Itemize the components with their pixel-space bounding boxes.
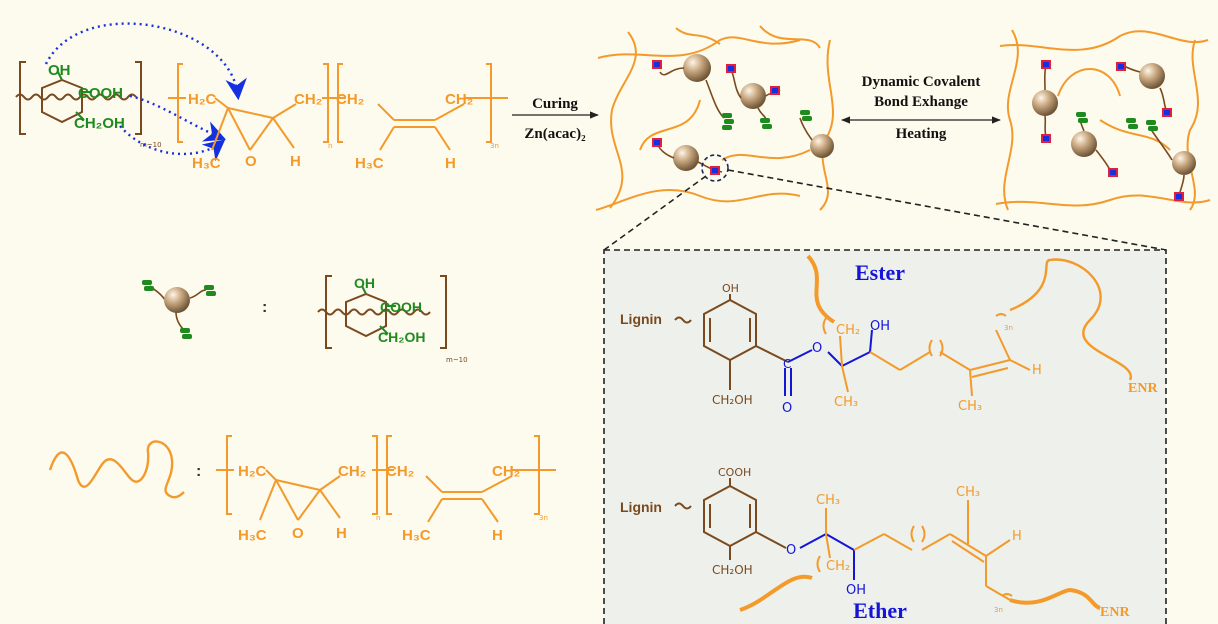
ester-h-label: H bbox=[1032, 363, 1042, 378]
enr-oxygen-label: O bbox=[245, 153, 257, 170]
linkage-inset-box bbox=[603, 249, 1167, 624]
ether-linkage-structure bbox=[674, 478, 1101, 612]
ester-oh-label: OH bbox=[870, 319, 890, 334]
crosslinked-network-after bbox=[995, 29, 1211, 211]
ether-oh-label: OH bbox=[846, 583, 866, 598]
ester-linkage-structure bbox=[674, 254, 1132, 397]
legend-enr-ch2-b: CH₂ bbox=[386, 463, 414, 480]
ether-enr-label: ENR bbox=[1100, 605, 1130, 620]
ester-carbon-label: C bbox=[783, 357, 791, 371]
enr-ch2-label-b: CH₂ bbox=[336, 91, 364, 108]
ether-ch3-label-b: CH₃ bbox=[956, 485, 980, 500]
legend-enr-h2c: H₂C bbox=[238, 463, 266, 480]
lignin-monomer-top bbox=[15, 61, 142, 135]
ether-lignin-label: Lignin bbox=[620, 499, 662, 515]
crosslinked-network-before bbox=[595, 25, 834, 211]
enr-3n-label: 3n bbox=[490, 142, 499, 150]
ether-cooh-label: COOH bbox=[718, 466, 751, 479]
enr-h-label-a: H bbox=[290, 153, 301, 170]
legend-enr-ch2-c: CH₂ bbox=[492, 463, 520, 480]
lignin-ch2oh-label: CH₂OH bbox=[74, 115, 125, 132]
legend-lignin-repeat: m~10 bbox=[446, 356, 468, 364]
ether-ch2oh-label: CH₂OH bbox=[712, 563, 753, 577]
catalyst-label: Zn(acac)₂ bbox=[524, 126, 586, 142]
curing-label: Curing bbox=[532, 96, 578, 112]
legend-lignin-ch2oh: CH₂OH bbox=[378, 329, 425, 345]
exchange-label-line3: Heating bbox=[896, 126, 947, 142]
enr-n-label: n bbox=[328, 142, 332, 150]
ester-ch2oh-label: CH₂OH bbox=[712, 393, 753, 407]
lignin-cooh-label: COOH bbox=[78, 85, 123, 102]
legend-colon-2: : bbox=[196, 463, 201, 480]
legend-lignin-oh: OH bbox=[354, 275, 375, 291]
ether-ch3-label-a: CH₃ bbox=[816, 493, 840, 508]
lignin-oh-label: OH bbox=[48, 62, 71, 79]
legend-lignin-cooh: COOH bbox=[380, 299, 422, 315]
enr-ch2-label-c: CH₂ bbox=[445, 91, 473, 108]
ether-title: Ether bbox=[853, 598, 907, 623]
legend-enr-h-b: H bbox=[492, 527, 503, 544]
enr-h2c-label: H₂C bbox=[188, 91, 216, 108]
exchange-label-line2: Bond Exhange bbox=[874, 94, 968, 110]
ester-ch3-label-a: CH₃ bbox=[834, 395, 858, 410]
lignin-repeat-label: m~10 bbox=[140, 141, 162, 149]
ester-3n-label: 3n bbox=[1004, 324, 1013, 332]
ether-ch2-label: CH₂ bbox=[826, 559, 850, 574]
ester-oh-top: OH bbox=[722, 282, 739, 295]
ether-oxygen-link: O bbox=[786, 543, 796, 558]
ester-ch3-label-b: CH₃ bbox=[958, 399, 982, 414]
legend-enr-structure bbox=[216, 435, 556, 523]
legend-enr-chain-icon bbox=[48, 440, 185, 499]
legend-enr-oxygen: O bbox=[292, 525, 304, 542]
enr-h-label-b: H bbox=[445, 155, 456, 172]
enr-h3c-label-b: H₃C bbox=[355, 155, 384, 172]
enr-h3c-label-a: H₃C bbox=[192, 155, 221, 172]
legend-enr-h3c-a: H₃C bbox=[238, 527, 267, 544]
ester-ch2-label: CH₂ bbox=[836, 323, 860, 338]
ester-lignin-label: Lignin bbox=[620, 311, 662, 327]
legend-enr-h3c-b: H₃C bbox=[402, 527, 431, 544]
legend-enr-n: n bbox=[376, 514, 380, 522]
ether-3n-label: 3n bbox=[994, 606, 1003, 614]
legend-lignin-structure bbox=[317, 275, 447, 349]
legend-enr-3n: 3n bbox=[539, 514, 548, 522]
ester-oxygen-link: O bbox=[812, 341, 822, 356]
enr-ch2-label-a: CH₂ bbox=[294, 91, 322, 108]
enr-monomer-top bbox=[168, 63, 508, 151]
legend-enr-ch2-a: CH₂ bbox=[338, 463, 366, 480]
ether-h-label: H bbox=[1012, 529, 1022, 544]
exchange-label-line1: Dynamic Covalent bbox=[862, 74, 981, 90]
legend-colon-1: : bbox=[262, 299, 267, 316]
legend-lignin-particle-icon bbox=[142, 280, 216, 339]
ester-enr-label: ENR bbox=[1128, 381, 1158, 396]
ester-oxygen-double: O bbox=[782, 401, 792, 416]
ester-title: Ester bbox=[855, 260, 905, 285]
legend-enr-h-a: H bbox=[336, 525, 347, 542]
zoom-callout-lines bbox=[603, 169, 1167, 251]
